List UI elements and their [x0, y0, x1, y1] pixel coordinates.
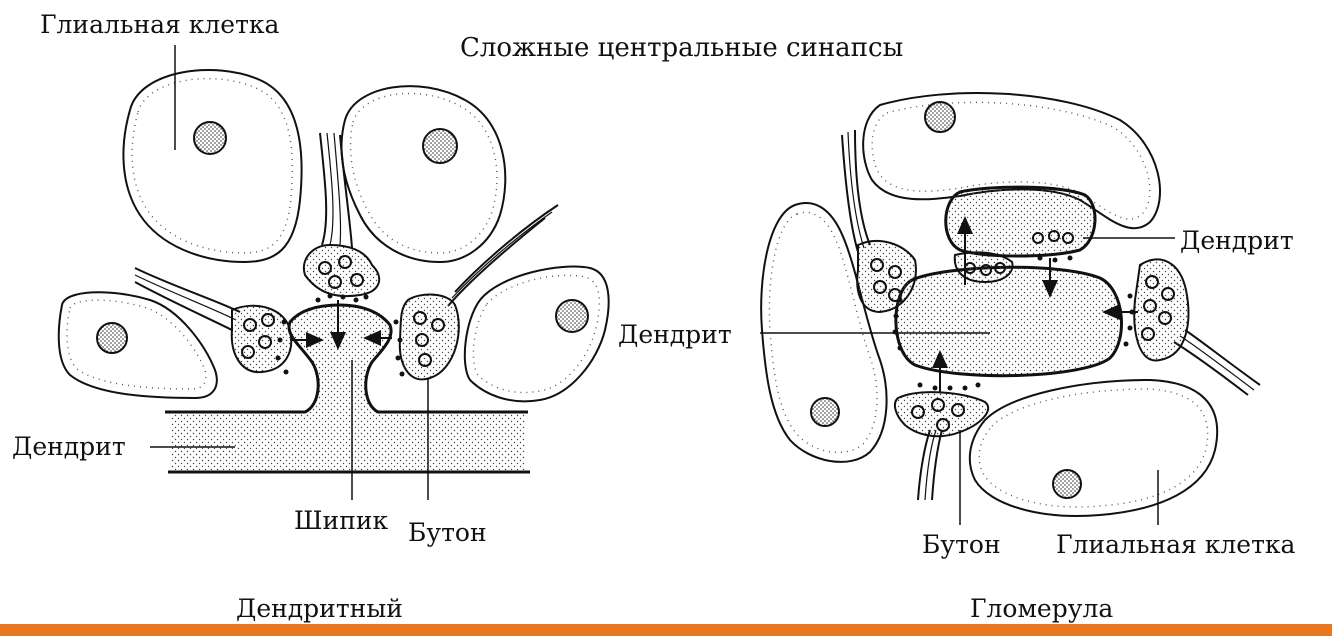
accent-bar [0, 624, 1332, 636]
right-bouton-label: Бутон [922, 532, 1001, 557]
right-axon-bottom [895, 392, 988, 500]
right-dendrite-upper [946, 187, 1095, 256]
diagram-title: Сложные центральные синапсы [460, 35, 903, 61]
left-glial-label: Глиальная клетка [40, 12, 279, 37]
left-spine-label: Шипик [294, 508, 388, 533]
right-caption: Гломерула [970, 596, 1113, 621]
left-bouton-label: Бутон [408, 520, 487, 545]
left-caption: Дендритный [236, 596, 403, 621]
left-axon-left [135, 268, 291, 372]
right-dendrite-mid-label: Дендрит [618, 322, 732, 347]
left-axon-top [304, 133, 379, 296]
left-dendrite-label: Дендрит [12, 434, 126, 459]
left-glial-cell-3 [59, 292, 217, 398]
right-axon-upper-left [842, 130, 916, 312]
right-dendrite-top-label: Дендрит [1180, 228, 1294, 253]
left-glial-cell-2 [341, 86, 505, 262]
right-glial-cell-bottom [970, 380, 1217, 516]
left-glial-cell-1 [123, 70, 301, 262]
right-axon-right [1134, 259, 1260, 395]
left-axon-right [400, 205, 558, 379]
right-glial-label: Глиальная клетка [1056, 532, 1295, 557]
right-dendrite-central [896, 267, 1122, 375]
left-glial-cell-4 [465, 267, 609, 402]
